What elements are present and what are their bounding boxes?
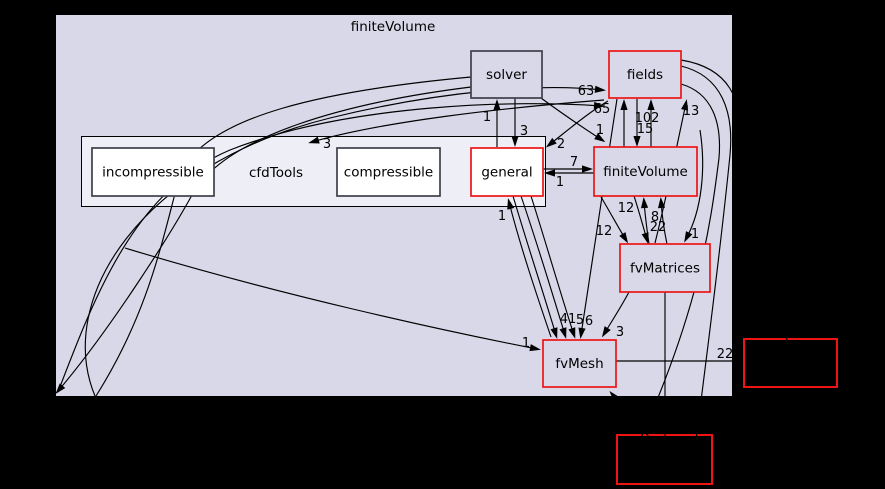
edge-label: 41 (560, 312, 577, 327)
graph-edge (124, 247, 538, 350)
edge-label: 13 (683, 104, 700, 119)
arrowhead-icon (633, 136, 641, 147)
arrowhead-icon (601, 326, 611, 338)
edge-label: 1 (498, 209, 506, 224)
edge-label: 2 (557, 137, 565, 152)
node-fvMesh[interactable] (542, 339, 617, 388)
edge-label: 22 (650, 220, 667, 235)
edge-label: 65 (594, 102, 611, 117)
graph-edge (508, 201, 552, 338)
arrowhead-icon (620, 99, 628, 110)
arrowhead-icon (594, 133, 606, 143)
edge-label: 1 (556, 175, 564, 190)
edge-label: 22 (717, 347, 734, 362)
node-label-solver: solver (486, 67, 527, 83)
arrowhead-icon (507, 198, 515, 210)
edge-label: 15 (637, 122, 654, 137)
edge-label: 63 (578, 84, 595, 99)
node-fvMatrices[interactable] (619, 243, 711, 293)
node-finiteVolume[interactable] (593, 146, 698, 197)
arrowhead-icon (544, 169, 555, 177)
node-label-fvMatrices: fvMatrices (630, 261, 700, 277)
edge-label: 1 (596, 123, 604, 138)
node-label-incompressible: incompressible (102, 165, 204, 181)
node-label-general: general (481, 165, 532, 181)
arrowhead-icon (594, 85, 606, 93)
node-general[interactable] (470, 147, 544, 197)
node-external_bottom[interactable] (616, 434, 713, 485)
node-compressible[interactable] (336, 147, 441, 197)
node-fields[interactable] (608, 50, 682, 99)
edge-label: 12 (618, 201, 635, 216)
arrowhead-icon (545, 137, 557, 148)
arrowhead-icon (55, 383, 66, 395)
arrowhead-icon (641, 232, 649, 244)
arrowhead-icon (657, 197, 666, 209)
edge-label: 6 (585, 314, 593, 329)
edge-label: 8 (651, 210, 659, 225)
edge-label: 3 (616, 325, 624, 340)
graph-edge (512, 195, 557, 336)
graph-edge (580, 98, 618, 336)
node-label-fvMesh: fvMesh (555, 356, 603, 372)
edge-label: 1 (483, 110, 491, 125)
edge-label: 3 (323, 137, 331, 152)
graph-edge (311, 99, 605, 143)
arrowhead-icon (593, 101, 605, 110)
node-label-compressible: compressible (344, 165, 433, 181)
arrowhead-icon (511, 136, 519, 147)
graph-edge (520, 195, 566, 336)
graph-edge (680, 65, 732, 441)
edge-label: 3 (520, 124, 528, 139)
edge-label: 1 (691, 227, 699, 242)
arrowhead-icon (529, 344, 541, 352)
edge-label: 5 (576, 313, 584, 328)
arrowhead-icon (559, 327, 567, 339)
node-label-finiteVolume: finiteVolume (603, 164, 688, 180)
arrowhead-icon (550, 327, 558, 339)
node-incompressible[interactable] (91, 147, 215, 197)
cluster-cfdTools-label: cfdTools (249, 165, 303, 181)
graph-edge (639, 83, 721, 441)
graph-edge (530, 195, 575, 336)
arrowhead-icon (684, 231, 693, 243)
edge-label: 1 (522, 336, 530, 351)
graph-edge (685, 129, 704, 240)
node-solver[interactable] (470, 50, 543, 99)
graph-edge (57, 103, 602, 393)
arrowhead-icon (308, 136, 320, 144)
arrowhead-icon (568, 327, 576, 339)
graph-edge (611, 393, 650, 438)
arrowhead-icon (681, 99, 689, 111)
arrowhead-icon (609, 390, 620, 402)
arrowhead-icon (582, 165, 593, 173)
arrowhead-icon (619, 232, 629, 244)
arrowhead-icon (640, 197, 649, 209)
graph-edge (680, 59, 791, 346)
node-external_right[interactable] (743, 338, 838, 388)
arrowhead-icon (732, 357, 743, 365)
graph-title: finiteVolume (351, 19, 436, 35)
edge-label: 102 (635, 111, 660, 126)
node-label-fields: fields (627, 67, 663, 83)
edge-label: 7 (570, 155, 578, 170)
arrowhead-icon (647, 99, 655, 110)
edge-label: 12 (596, 224, 613, 239)
arrowhead-icon (578, 327, 586, 339)
